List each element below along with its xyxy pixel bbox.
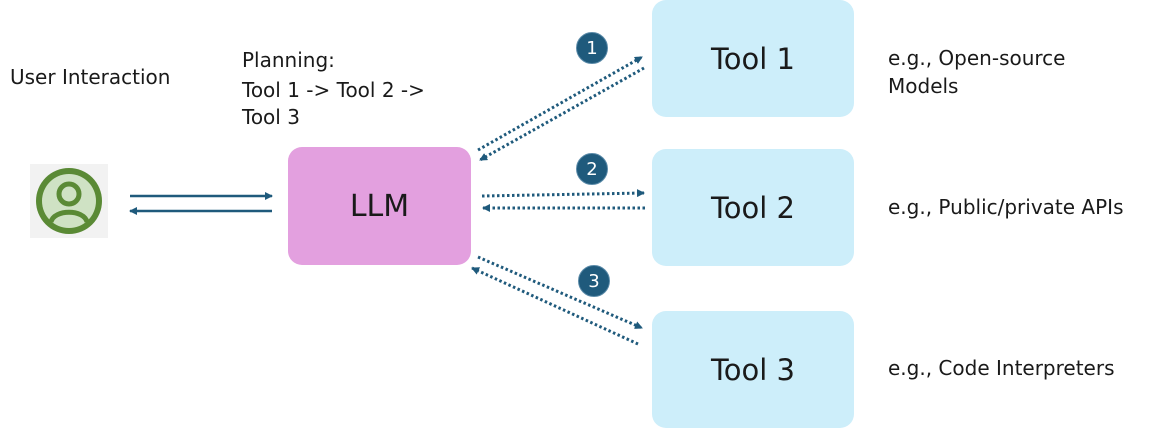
tool-1-label: Tool 1 bbox=[711, 41, 795, 76]
tool-3-label: Tool 3 bbox=[711, 352, 795, 387]
step-1-badge: 1 bbox=[576, 32, 608, 64]
tool-1-box: Tool 1 bbox=[652, 0, 854, 117]
arrow-tool-1-to-llm bbox=[479, 66, 645, 162]
tool-2-box: Tool 2 bbox=[652, 149, 854, 266]
step-2-badge: 2 bbox=[576, 153, 608, 185]
tool-3-note: e.g., Code Interpreters bbox=[888, 356, 1115, 380]
planning-sequence-end: Tool 3 bbox=[242, 105, 300, 129]
llm-label: LLM bbox=[349, 188, 410, 224]
arrow-tool-3-to-llm bbox=[471, 266, 639, 346]
tool-2-note: e.g., Public/private APIs bbox=[888, 195, 1124, 219]
tool-2-label: Tool 2 bbox=[711, 190, 795, 225]
tool-1-note-cont: Models bbox=[888, 74, 959, 98]
step-3-badge: 3 bbox=[578, 265, 610, 297]
llm-box: LLM bbox=[288, 147, 471, 265]
arrow-llm-to-tool-3 bbox=[477, 255, 643, 330]
planning-title: Planning: bbox=[242, 48, 335, 72]
planning-sequence: Tool 1 -> Tool 2 -> bbox=[242, 78, 425, 102]
user-interaction-label: User Interaction bbox=[10, 65, 171, 89]
user-avatar-icon bbox=[30, 164, 108, 238]
tool-3-box: Tool 3 bbox=[652, 311, 854, 428]
tool-1-note: e.g., Open-source bbox=[888, 46, 1066, 70]
arrow-llm-to-tool-1 bbox=[477, 55, 643, 152]
arrow-llm-to-tool-2 bbox=[481, 189, 645, 198]
